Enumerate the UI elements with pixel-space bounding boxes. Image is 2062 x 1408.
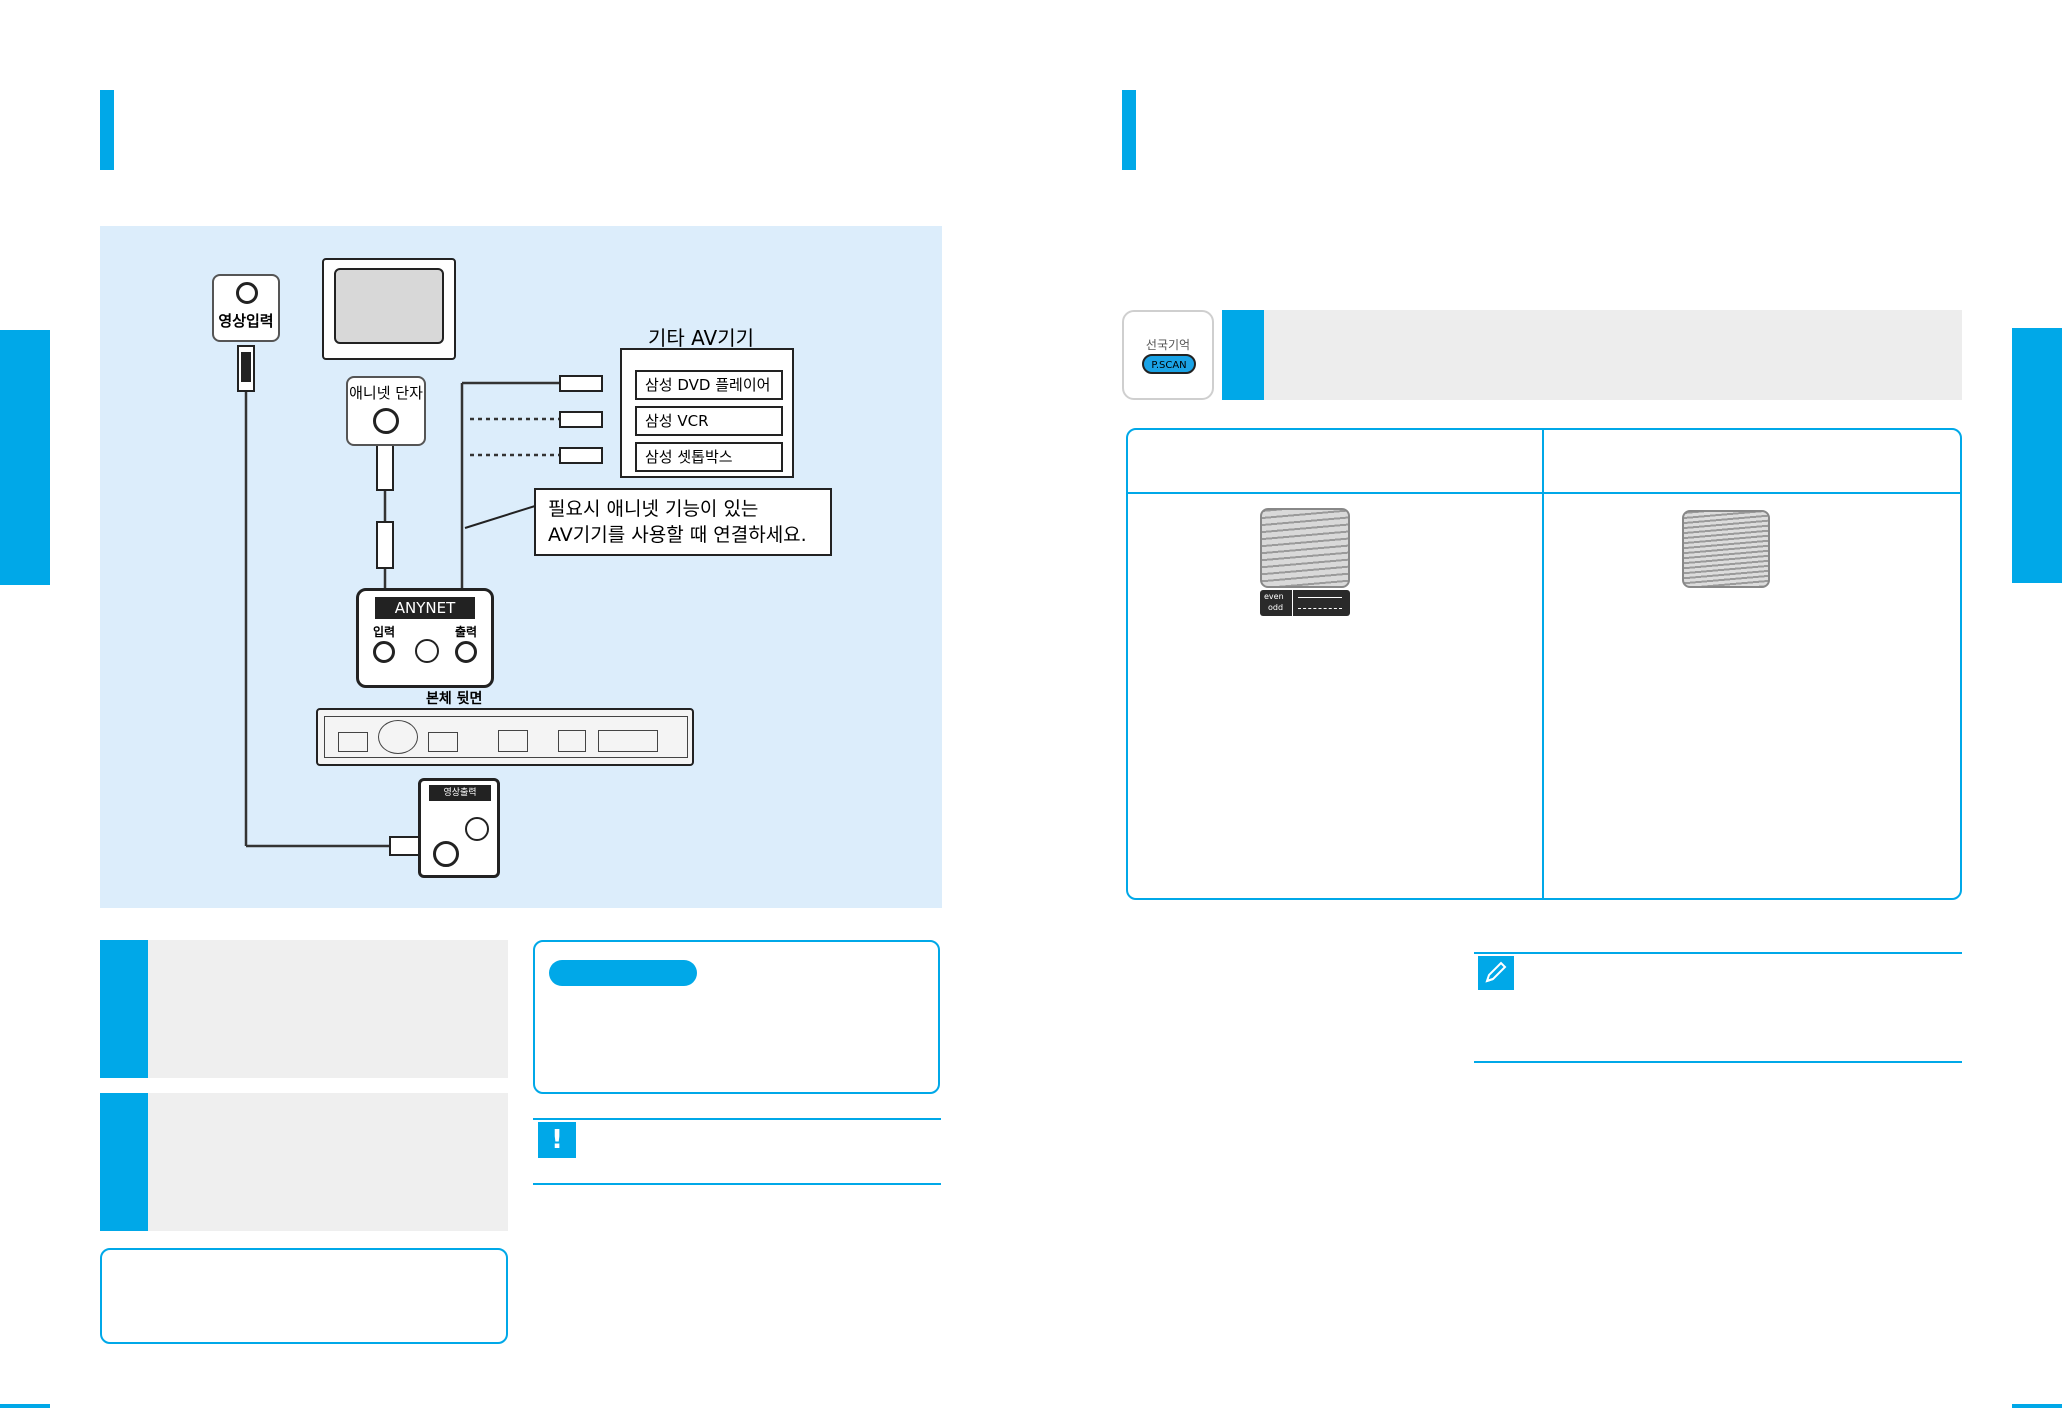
progressive-screen-image (1682, 510, 1770, 588)
pencil-icon (1485, 961, 1507, 983)
tv-video-input-jack: 영상입력 (212, 274, 280, 342)
pscan-button-caption: 선국기억 (1145, 338, 1191, 352)
step-box-2 (100, 1093, 508, 1231)
note-rule-bottom (1474, 1061, 1962, 1063)
left-heading-bar (100, 90, 114, 170)
callout-box: 필요시 애니넷 기능이 있는 AV기기를 사용할 때 연결하세요. (534, 488, 832, 556)
anynet-terminal-jack: 애니넷 단자 (346, 376, 426, 446)
field-label-odd: odd (1268, 603, 1284, 612)
anynet-out-label: 출력 (455, 625, 478, 639)
diagram-wiring (237, 345, 603, 856)
reference-box (533, 940, 940, 1094)
right-edge-tab (2012, 328, 2062, 583)
step-box-1 (100, 940, 508, 1078)
pscan-button-frame: 선국기억 P.SCAN (1122, 310, 1214, 400)
left-page-marker (0, 1404, 50, 1408)
caution-rule-bottom (533, 1183, 941, 1185)
section-header-bar (1222, 310, 1264, 400)
anynet-terminal-label: 애니넷 단자 (349, 384, 423, 402)
device-vcr: 삼성 VCR (635, 406, 783, 436)
anynet-screw (415, 639, 439, 663)
tv-illustration (322, 258, 456, 360)
callout-line-1: 필요시 애니넷 기능이 있는 (548, 498, 759, 520)
right-page-marker (2012, 1404, 2062, 1408)
table-header-divider (1128, 492, 1960, 494)
rear-panel-illustration (316, 708, 694, 766)
caution-icon: ! (538, 1122, 576, 1158)
anynet-in-jack (373, 641, 395, 663)
video-out-label: 영상출력 (429, 785, 491, 801)
anynet-in-label: 입력 (373, 625, 396, 639)
note-pencil-icon (1478, 956, 1514, 990)
interlaced-screen-image (1260, 508, 1350, 588)
step-box-2-bar (100, 1093, 148, 1231)
right-heading-bar (1122, 90, 1136, 170)
callout-line-2: AV기기를 사용할 때 연결하세요. (548, 524, 807, 546)
section-header-band (1222, 310, 1962, 400)
table-column-divider (1542, 430, 1544, 898)
field-legend: even odd (1260, 590, 1350, 616)
left-edge-tab (0, 330, 50, 585)
device-set-top-box: 삼성 셋톱박스 (635, 442, 783, 472)
connection-diagram: 영상입력 애니넷 단자 기타 AV기기 삼성 DVD 플레이어 삼성 VCR 삼… (100, 226, 942, 908)
rear-panel-label: 본체 뒷면 (426, 691, 483, 707)
pscan-button[interactable]: P.SCAN (1142, 354, 1196, 374)
caution-rule-top (533, 1118, 941, 1120)
anynet-panel: ANYNET 입력 출력 (356, 588, 494, 688)
step-box-1-bar (100, 940, 148, 1078)
info-box-bottom-left (100, 1248, 508, 1344)
tv-input-label: 영상입력 (218, 312, 274, 330)
anynet-panel-title: ANYNET (375, 597, 475, 619)
anynet-out-jack (455, 641, 477, 663)
field-label-even: even (1264, 592, 1284, 601)
video-out-inset: 영상출력 (418, 778, 500, 878)
scan-comparison-table: even odd (1126, 428, 1962, 900)
note-rule-top (1474, 952, 1962, 954)
device-dvd-player: 삼성 DVD 플레이어 (635, 370, 783, 400)
reference-pill (549, 960, 697, 986)
other-av-title: 기타 AV기기 (648, 326, 755, 350)
